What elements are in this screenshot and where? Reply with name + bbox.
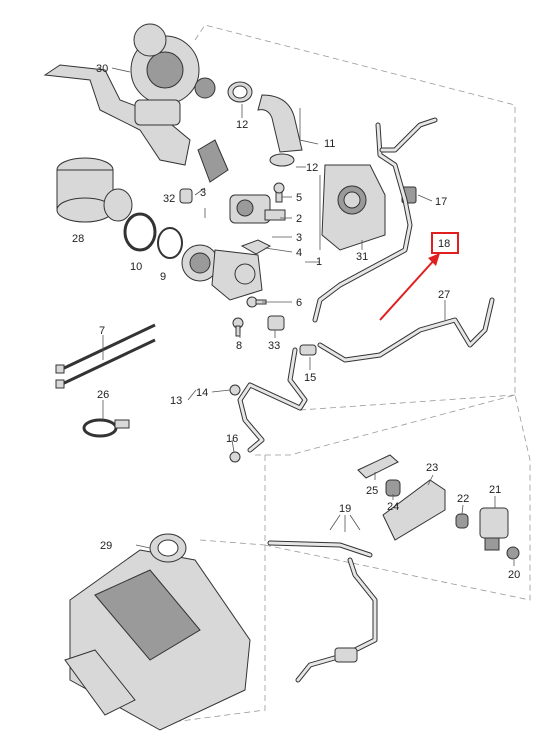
part-label[interactable]: 21 — [489, 484, 501, 496]
o-ring-part-9[interactable] — [157, 227, 183, 259]
part-label[interactable]: 3 — [296, 232, 302, 244]
hose-clamp-part-10[interactable] — [123, 212, 157, 252]
part-label[interactable]: 12 — [236, 119, 248, 131]
part-label[interactable]: 16 — [226, 433, 238, 445]
clamp-ring-lower[interactable] — [269, 153, 295, 167]
air-filter-box-part-29[interactable] — [64, 533, 251, 731]
sleeve-part-33[interactable] — [267, 315, 285, 331]
part-label[interactable]: 23 — [426, 462, 438, 474]
part-label[interactable]: 17 — [435, 196, 447, 208]
part-label[interactable]: 25 — [366, 485, 378, 497]
grommet-part-22[interactable] — [455, 513, 469, 529]
part-label[interactable]: 2 — [296, 213, 302, 225]
part-label[interactable]: 26 — [97, 389, 109, 401]
part-label[interactable]: 19 — [339, 503, 351, 515]
part-label[interactable]: 22 — [457, 493, 469, 505]
part-label[interactable]: 6 — [296, 297, 302, 309]
hose-clamp-part-26[interactable] — [82, 418, 130, 438]
part-label[interactable]: 3 — [200, 187, 206, 199]
nut-part-20[interactable] — [506, 546, 520, 560]
part-label[interactable]: 32 — [163, 193, 175, 205]
filter-housing-part-28[interactable] — [56, 157, 133, 223]
hose-assembly-part-13[interactable] — [237, 347, 308, 453]
cylinder-head-cover-part-31[interactable] — [321, 164, 386, 251]
part-label[interactable]: 12 — [306, 162, 318, 174]
clamp-ring-upper[interactable] — [227, 81, 253, 103]
part-label[interactable]: 28 — [72, 233, 84, 245]
bolt-part-5[interactable] — [273, 182, 285, 203]
vacuum-hoses-part-19[interactable] — [267, 540, 378, 683]
gasket-part-4[interactable] — [240, 239, 272, 255]
bolt-part-14[interactable] — [229, 384, 241, 396]
part-label[interactable]: 15 — [304, 372, 316, 384]
sleeve-part-32[interactable] — [179, 188, 193, 204]
vacuum-hose-part-27[interactable] — [317, 297, 495, 363]
highlight-indicator — [379, 232, 459, 321]
charge-air-hose[interactable] — [257, 94, 303, 153]
egr-housing-part-1[interactable] — [181, 244, 263, 301]
dashed-assembly-outline — [149, 24, 531, 726]
part-label[interactable]: 14 — [196, 387, 208, 399]
bolt-part-8[interactable] — [232, 317, 244, 337]
part-labels: 30 12 11 12 5 2 3 4 1 6 32 3 28 10 9 8 3… — [72, 63, 520, 581]
part-label[interactable]: 11 — [324, 138, 335, 150]
bolt-part-16[interactable] — [229, 451, 241, 463]
bracket-part-3[interactable] — [197, 139, 229, 183]
highlighted-part-label[interactable]: 18 — [438, 238, 450, 250]
part-label[interactable]: 24 — [387, 501, 399, 513]
solenoid-valve-part-21[interactable] — [479, 507, 509, 551]
turbocharger-manifold[interactable] — [43, 23, 216, 166]
part-label[interactable]: 27 — [438, 289, 450, 301]
part-label[interactable]: 30 — [96, 63, 108, 75]
part-label[interactable]: 4 — [296, 247, 302, 259]
highlight-box — [431, 232, 459, 254]
part-label[interactable]: 5 — [296, 192, 302, 204]
cable-ties-part-7[interactable] — [55, 323, 156, 389]
fitting-part-15[interactable] — [299, 344, 317, 356]
leader-lines — [102, 67, 515, 566]
part-label[interactable]: 7 — [99, 325, 105, 337]
part-label[interactable]: 1 — [316, 256, 322, 268]
part-label[interactable]: 8 — [236, 340, 242, 352]
part-label[interactable]: 33 — [268, 340, 280, 352]
part-label[interactable]: 10 — [130, 261, 142, 273]
grommet-part-24[interactable] — [385, 479, 401, 497]
bracket-part-25[interactable] — [357, 454, 399, 479]
part-label[interactable]: 13 — [170, 395, 182, 407]
bracket-plate-part-23[interactable] — [382, 479, 446, 541]
vacuum-hose-part-18[interactable] — [312, 117, 438, 323]
part-label[interactable]: 9 — [160, 271, 166, 283]
part-label[interactable]: 31 — [356, 251, 368, 263]
part-label[interactable]: 29 — [100, 540, 112, 552]
egr-valve-part-2[interactable] — [229, 194, 286, 224]
part-label[interactable]: 20 — [508, 569, 520, 581]
